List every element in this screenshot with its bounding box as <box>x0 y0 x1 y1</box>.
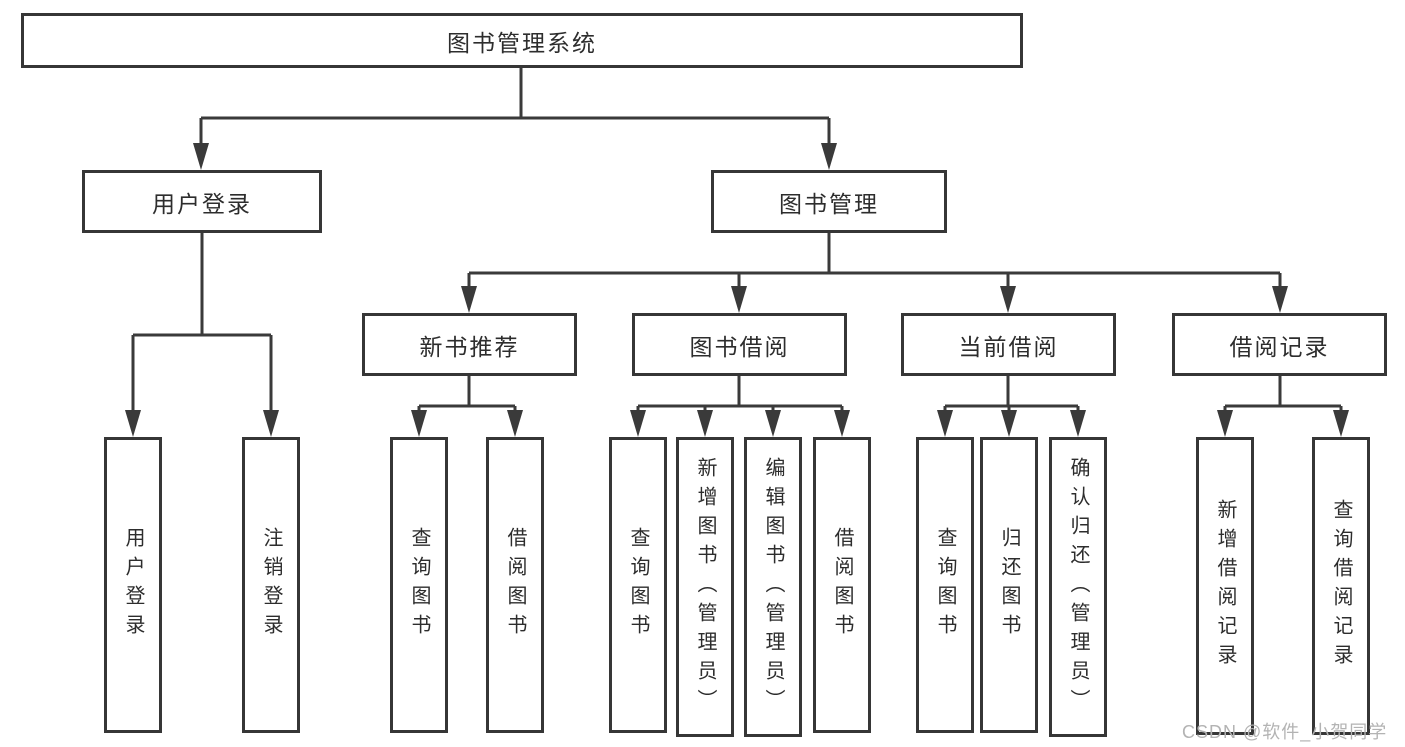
node-label: 查询图书 <box>627 527 649 643</box>
csdn-watermark: CSDN @软件_小贺同学 <box>1182 722 1388 742</box>
node-current-borrowing: 当前借阅 <box>901 313 1116 376</box>
node-label: 确认归还（管理员） <box>1067 456 1089 718</box>
node-label: 查询图书 <box>934 527 956 643</box>
node-label: 借阅记录 <box>1229 333 1330 360</box>
arrowhead <box>1001 410 1017 437</box>
node-label: 查询图书 <box>408 527 430 643</box>
leaf-edit-books-admin: 编辑图书（管理员） <box>744 437 802 737</box>
connector-book-mgmt-to-level3 <box>461 233 1288 313</box>
node-label: 当前借阅 <box>958 333 1059 360</box>
leaf-borrow-books-2: 借阅图书 <box>813 437 871 733</box>
node-root-system: 图书管理系统 <box>21 13 1023 68</box>
node-label: 注销登录 <box>260 527 282 643</box>
leaf-add-borrow-record: 新增借阅记录 <box>1196 437 1254 735</box>
leaf-borrow-books-1: 借阅图书 <box>486 437 544 733</box>
leaf-return-books: 归还图书 <box>980 437 1038 733</box>
arrowhead <box>834 410 850 437</box>
node-label: 新增图书（管理员） <box>694 456 716 718</box>
connector-book-borrow-to-leaves <box>630 376 850 437</box>
node-label: 图书借阅 <box>689 333 790 360</box>
node-label: 图书管理 <box>779 190 879 217</box>
node-label: 新增借阅记录 <box>1214 499 1236 673</box>
arrowhead <box>1272 286 1288 313</box>
connector-line <box>131 233 273 415</box>
arrowhead <box>125 410 141 437</box>
node-book-borrowing: 图书借阅 <box>632 313 847 376</box>
arrowhead <box>1000 286 1016 313</box>
leaf-query-borrow-record: 查询借阅记录 <box>1312 437 1370 735</box>
leaf-user-login: 用户登录 <box>104 437 162 733</box>
connector-line <box>467 233 1282 291</box>
arrowhead <box>937 410 953 437</box>
arrowhead <box>731 286 747 313</box>
connector-borrow-records-to-leaves <box>1217 376 1349 437</box>
node-label: 新书推荐 <box>419 333 520 360</box>
arrowhead <box>1070 410 1086 437</box>
connector-line <box>943 376 1080 415</box>
connector-line <box>417 376 517 415</box>
connector-new-book-rec-to-leaves <box>411 376 523 437</box>
node-user-login: 用户登录 <box>82 170 322 233</box>
leaf-confirm-return-admin: 确认归还（管理员） <box>1049 437 1107 737</box>
arrowhead <box>193 143 209 170</box>
node-label: 用户登录 <box>122 527 144 643</box>
leaf-query-books-2: 查询图书 <box>609 437 667 733</box>
arrowhead <box>630 410 646 437</box>
node-book-management: 图书管理 <box>711 170 947 233</box>
node-label: 编辑图书（管理员） <box>762 456 784 718</box>
node-new-book-recommend: 新书推荐 <box>362 313 577 376</box>
leaf-logout: 注销登录 <box>242 437 300 733</box>
connector-line <box>199 68 831 148</box>
arrowhead <box>507 410 523 437</box>
arrowhead <box>1217 410 1233 437</box>
node-label: 查询借阅记录 <box>1330 499 1352 673</box>
leaf-add-books-admin: 新增图书（管理员） <box>676 437 734 737</box>
node-label: 用户登录 <box>152 190 252 217</box>
arrowhead <box>697 410 713 437</box>
node-label: 借阅图书 <box>831 527 853 643</box>
arrowhead <box>821 143 837 170</box>
node-borrowing-records: 借阅记录 <box>1172 313 1387 376</box>
leaf-query-books-3: 查询图书 <box>916 437 974 733</box>
leaf-query-books-1: 查询图书 <box>390 437 448 733</box>
node-label: 图书管理系统 <box>447 29 597 56</box>
arrowhead <box>765 410 781 437</box>
node-label: 归还图书 <box>998 527 1020 643</box>
node-label: 借阅图书 <box>504 527 526 643</box>
arrowhead <box>1333 410 1349 437</box>
connector-current-borrow-to-leaves <box>937 376 1086 437</box>
connector-root-to-level2 <box>193 68 837 170</box>
arrowhead <box>263 410 279 437</box>
connector-line <box>636 376 844 415</box>
connector-line <box>1223 376 1343 415</box>
arrowhead <box>411 410 427 437</box>
connector-user-login-to-leaves <box>125 233 279 437</box>
arrowhead <box>461 286 477 313</box>
